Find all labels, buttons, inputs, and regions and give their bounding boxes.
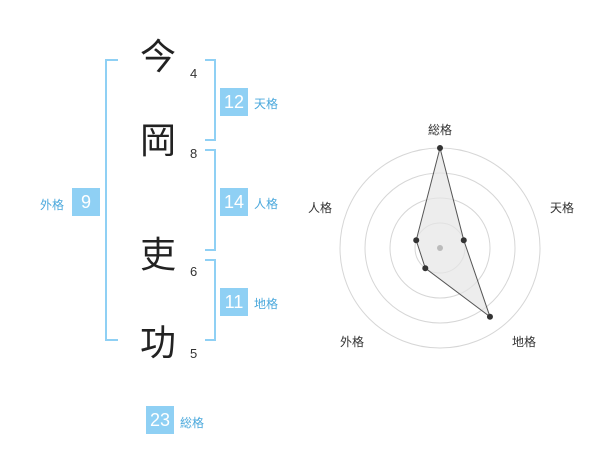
jinkaku-bracket: [205, 149, 216, 251]
radar-axis-label-tenkaku: 天格: [550, 200, 574, 215]
chikaku-bracket: [205, 259, 216, 341]
tenkaku-bracket: [205, 59, 216, 141]
radar-axis-label-chikaku: 地格: [512, 334, 536, 349]
radar-axis-label-soukaku: 総格: [428, 122, 452, 137]
name-char-2: 岡: [140, 121, 177, 162]
radar-axis-label-gaikaku: 外格: [340, 334, 364, 349]
jinkaku-value: 14: [220, 188, 248, 216]
chikaku-value: 11: [220, 288, 248, 316]
radar-point-2: [486, 313, 493, 320]
radar-chart: 総格 天格 地格 外格 人格: [308, 122, 574, 349]
radar-point-1: [460, 237, 467, 244]
radar-center: [437, 245, 443, 251]
stroke-count-3: 6: [190, 264, 198, 279]
radar-point-3: [422, 265, 429, 272]
chikaku-label: 地格: [254, 297, 279, 311]
stroke-count-4: 5: [190, 346, 198, 361]
name-char-1: 今: [140, 37, 177, 78]
gaikaku-value: 9: [72, 188, 100, 216]
radar-point-0: [437, 145, 443, 151]
soukaku-label: 総格: [180, 416, 205, 430]
gaikaku-bracket: [105, 59, 118, 341]
radar-axis-label-jinkaku: 人格: [308, 200, 332, 215]
gaikaku-label: 外格: [40, 198, 65, 212]
tenkaku-value: 12: [220, 88, 248, 116]
radar-points: [413, 145, 493, 320]
radar-area: [415, 147, 491, 319]
tenkaku-label: 天格: [254, 97, 279, 111]
radar-point-4: [413, 237, 420, 244]
name-char-4: 功: [140, 323, 177, 364]
jinkaku-label: 人格: [254, 197, 279, 211]
soukaku-value: 23: [146, 406, 174, 434]
stroke-count-2: 8: [190, 146, 198, 161]
name-char-3: 吏: [140, 235, 177, 276]
stroke-count-1: 4: [190, 66, 198, 81]
